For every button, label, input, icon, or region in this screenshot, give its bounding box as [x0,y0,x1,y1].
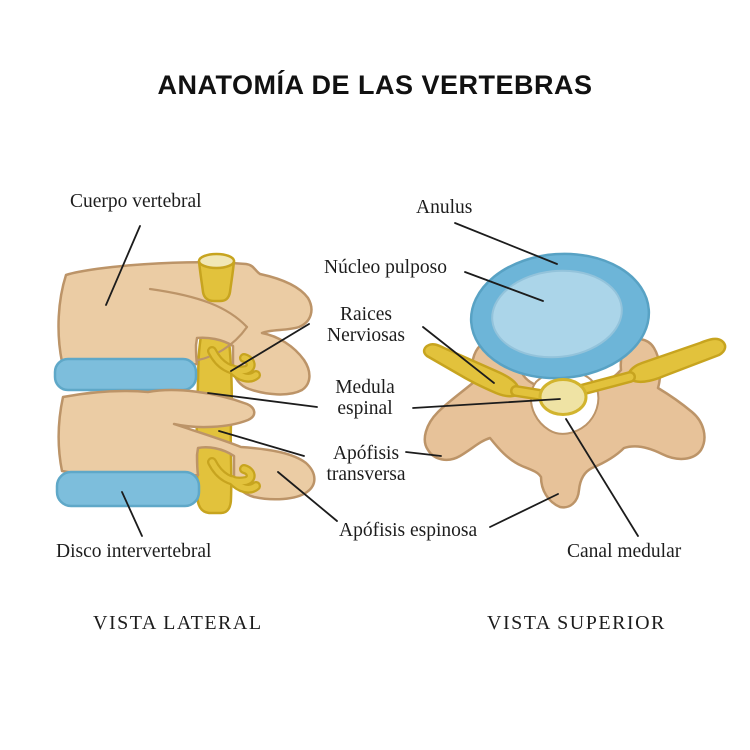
label-apofisis-espinosa: Apófisis espinosa [339,520,478,541]
nerve-root-left [422,342,521,398]
leader-medula-right [412,398,561,409]
nerve-root-lower [207,457,261,494]
label-raices-nerviosas: Raices Nerviosas [327,304,405,347]
nucleo-pulposo-shape [491,269,623,359]
label-nucleo-pulposo: Núcleo pulposo [324,257,447,278]
leader-apofisis-espinosa-right [489,493,559,528]
intervertebral-disc-lower [55,470,201,508]
leader-lines [105,222,639,537]
label-cuerpo-vertebral: Cuerpo vertebral [70,191,202,212]
leader-disco-intervertebral [121,491,143,537]
caption-vista-superior: VISTA SUPERIOR [487,612,666,634]
leader-raices-right [422,326,495,384]
leader-canal-medular [565,418,639,537]
leader-cuerpo-vertebral [105,225,141,306]
page-title: ANATOMÍA DE LAS VERTEBRAS [157,70,593,100]
vertebra-upper-contour [148,287,249,329]
caption-vista-lateral: VISTA LATERAL [93,612,263,634]
leader-nucleo-pulposo [464,271,544,302]
spinal-cord-cylinder-top [197,252,236,270]
leader-anulus [454,222,558,265]
medula-espinal-shape [538,378,588,416]
intervertebral-disc-upper [53,357,198,392]
lateral-view-illustration [53,252,316,515]
label-medula-espinal: Medula espinal [335,377,395,420]
leader-medula-left [207,392,318,408]
label-disco-intervertebral: Disco intervertebral [56,541,212,562]
label-canal-medular: Canal medular [567,541,682,562]
leader-apofisis-transversa-right [405,451,442,457]
label-apofisis-transversa: Apófisis transversa [326,443,406,486]
vertebra-upper-contour [196,325,249,362]
spinal-cord-cylinder [197,259,236,303]
leader-apofisis-espinosa-left [277,471,338,522]
leader-raices-left [230,323,310,372]
label-anulus: Anulus [416,197,473,218]
leader-apofisis-transversa-left [218,430,305,457]
superior-view-illustration [422,252,727,509]
